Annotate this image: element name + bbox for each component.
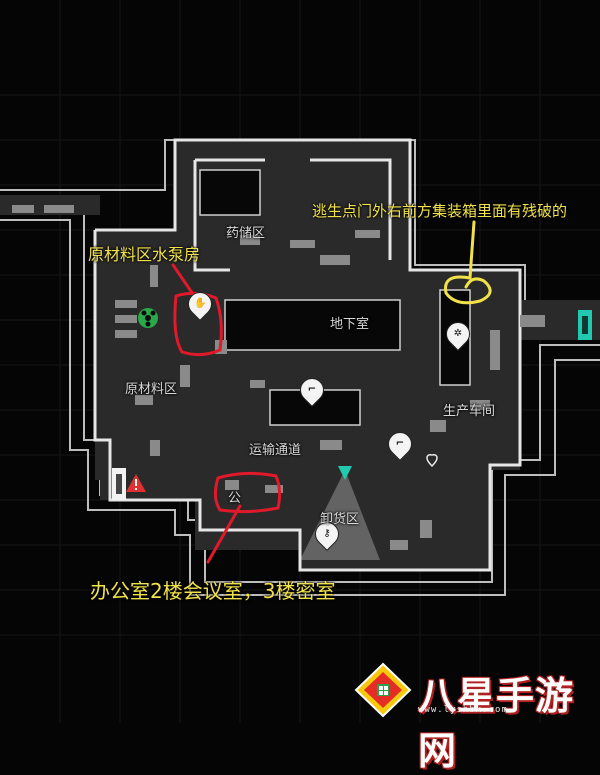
heart-icon bbox=[426, 454, 438, 468]
label-transport: 运输通道 bbox=[249, 443, 302, 458]
player-marker bbox=[338, 466, 352, 480]
radiation-icon bbox=[138, 308, 158, 328]
annotation-office: 办公室2楼会议室，3楼密室 bbox=[90, 579, 336, 603]
clutter bbox=[12, 205, 545, 550]
game-map bbox=[0, 0, 600, 723]
walls bbox=[93, 138, 522, 572]
label-pharmacy: 药储区 bbox=[226, 226, 266, 241]
label-basement: 地下室 bbox=[330, 317, 370, 332]
watermark-text: 八星手游网 bbox=[418, 674, 575, 773]
exit-door-icon bbox=[578, 310, 592, 340]
watermark-logo bbox=[354, 662, 412, 718]
label-raw-material: 原材料区 bbox=[125, 382, 178, 397]
floor-areas bbox=[0, 140, 600, 570]
watermark-url: www.lyshbx.com bbox=[418, 705, 508, 715]
warning-icon bbox=[126, 474, 146, 492]
annotation-pump-room: 原材料区水泵房 bbox=[88, 245, 201, 264]
annotation-marker bbox=[444, 220, 492, 305]
label-unloading: 卸货区 bbox=[320, 512, 360, 527]
label-production: 生产车间 bbox=[443, 404, 496, 419]
door-icon bbox=[112, 468, 126, 500]
label-office: 公 bbox=[228, 491, 242, 506]
annotation-extraction: 逃生点门外右前方集装箱里面有残破的 bbox=[312, 202, 568, 220]
